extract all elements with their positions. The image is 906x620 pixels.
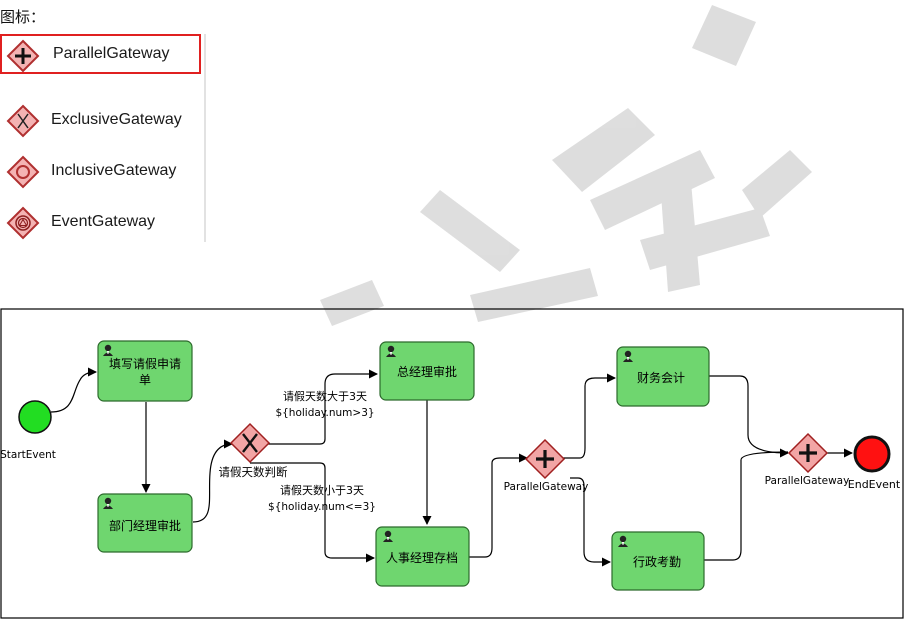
- parallel-plus-icon: [799, 444, 817, 462]
- parallel-fork-label: ParallelGateway: [504, 481, 589, 493]
- end-event[interactable]: [853, 435, 891, 473]
- task-label: 财务会计: [637, 370, 685, 385]
- palette-item-exclusive-gateway[interactable]: ExclusiveGateway: [0, 101, 204, 141]
- task-label: 部门经理审批: [109, 518, 181, 533]
- parallel-gateway-fork[interactable]: [524, 438, 566, 480]
- task-hr-archive[interactable]: 人事经理存档: [375, 526, 470, 587]
- parallel-plus-icon: [536, 450, 554, 468]
- task-label: 总经理审批: [397, 364, 457, 379]
- task-finance[interactable]: 财务会计: [616, 346, 710, 407]
- task-label: 行政考勤: [633, 555, 681, 569]
- task-label: 单: [139, 373, 151, 387]
- palette-item-label: InclusiveGateway: [51, 162, 177, 179]
- task-label: 填写请假申请: [109, 357, 181, 371]
- page-heading: 图标：: [0, 8, 46, 26]
- end-event-label: EndEvent: [848, 478, 901, 491]
- palette-item-event-gateway[interactable]: EventGateway: [0, 203, 204, 243]
- task-general-manager[interactable]: 总经理审批: [379, 341, 475, 401]
- parallel-gateway-join[interactable]: [787, 432, 829, 474]
- sequence-flows: [50, 367, 853, 567]
- condition-le3-expression: ${holiday.num<=3}: [268, 501, 376, 513]
- start-event[interactable]: [18, 400, 52, 434]
- palette-divider: [204, 34, 206, 242]
- exclusive-gateway[interactable]: [229, 422, 271, 464]
- task-admin-attendance[interactable]: 行政考勤: [611, 531, 705, 591]
- bpmn-diagram: StartEvent 填写请假申请 单 部门经理审批 请假天数判断 请假天数大于…: [0, 308, 904, 619]
- task-fill-form[interactable]: 填写请假申请 单: [97, 340, 193, 402]
- event-gateway-icon: [6, 206, 40, 240]
- exclusive-gateway-label: 请假天数判断: [219, 465, 288, 479]
- palette-item-parallel-gateway[interactable]: ParallelGateway: [0, 34, 201, 74]
- palette-item-inclusive-gateway[interactable]: InclusiveGateway: [0, 152, 204, 192]
- diagram-canvas: StartEvent 填写请假申请 单 部门经理审批 请假天数判断 请假天数大于…: [0, 308, 904, 619]
- task-dept-manager[interactable]: 部门经理审批: [97, 493, 193, 553]
- condition-gt3-expression: ${holiday.num>3}: [275, 407, 374, 419]
- exclusive-gateway-icon: [6, 104, 40, 138]
- exclusive-x-icon: [242, 433, 258, 453]
- condition-gt3-text: 请假天数大于3天: [283, 389, 367, 403]
- parallel-gateway-icon: [6, 39, 40, 73]
- start-event-label: StartEvent: [0, 449, 56, 461]
- palette-item-label: ParallelGateway: [53, 45, 170, 62]
- task-label: 人事经理存档: [386, 551, 458, 565]
- condition-le3-text: 请假天数小于3天: [280, 483, 364, 497]
- palette-item-label: ExclusiveGateway: [51, 111, 182, 128]
- inclusive-gateway-icon: [6, 155, 40, 189]
- parallel-join-label: ParallelGateway: [765, 475, 850, 487]
- palette-item-label: EventGateway: [51, 213, 156, 230]
